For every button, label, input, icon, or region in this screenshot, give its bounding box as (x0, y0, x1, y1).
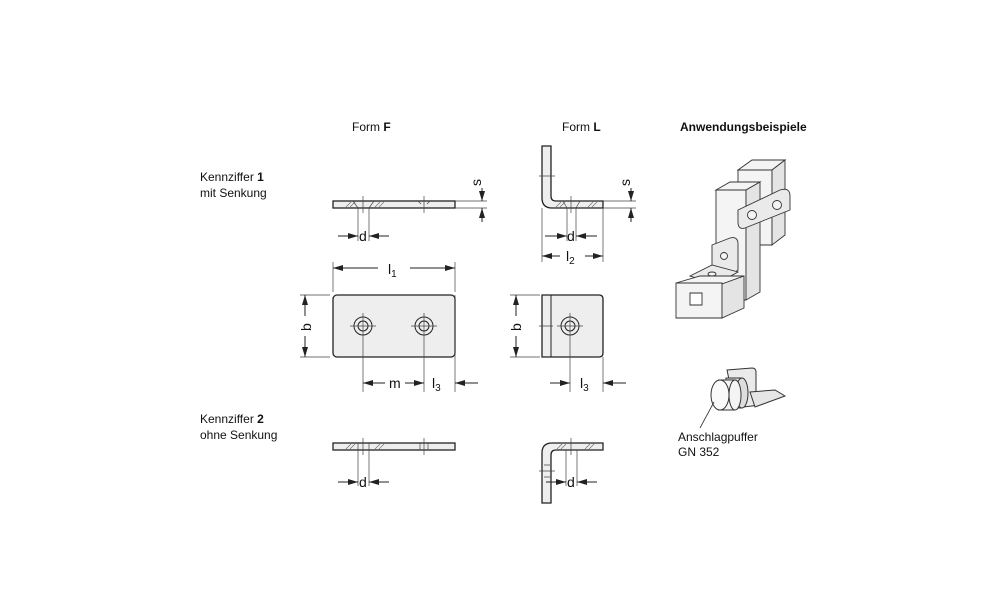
form-f-header: Form F (352, 120, 391, 134)
form-l-side-view-plain (539, 438, 604, 504)
form-l-side-view-countersunk (539, 145, 636, 262)
bumper-illustration (699, 367, 787, 429)
dim-s-f: s (468, 179, 484, 186)
dim-b-f: b (298, 323, 314, 331)
dim-l1: l1 (388, 261, 397, 280)
row1-sublabel: mit Senkung (200, 186, 267, 200)
bumper-caption-line2: GN 352 (678, 445, 720, 459)
profile-assembly-illustration (675, 159, 791, 319)
row2-label: Kennziffer 2 (200, 412, 264, 426)
dim-d-f1: d (359, 228, 367, 244)
form-f-side-view-plain (332, 438, 456, 486)
dim-d-l2: d (567, 474, 575, 490)
dim-m: m (389, 375, 401, 391)
bumper-caption-line1: Anschlagpuffer (678, 430, 758, 444)
form-f-top-view (300, 262, 478, 392)
row2-sublabel: ohne Senkung (200, 428, 277, 442)
dim-b-l: b (508, 323, 524, 331)
dim-d-f2: d (359, 474, 367, 490)
dim-d-l1: d (567, 228, 575, 244)
dim-l3-l: l3 (580, 375, 589, 394)
dim-s-l: s (617, 179, 633, 186)
form-f-side-view-countersunk (332, 188, 487, 241)
row1-label: Kennziffer 1 (200, 170, 264, 184)
dim-l3-f: l3 (432, 375, 441, 394)
dim-l2: l2 (566, 248, 575, 267)
examples-header: Anwendungsbeispiele (680, 120, 807, 134)
form-l-header: Form L (562, 120, 601, 134)
form-l-top-view (510, 294, 626, 392)
